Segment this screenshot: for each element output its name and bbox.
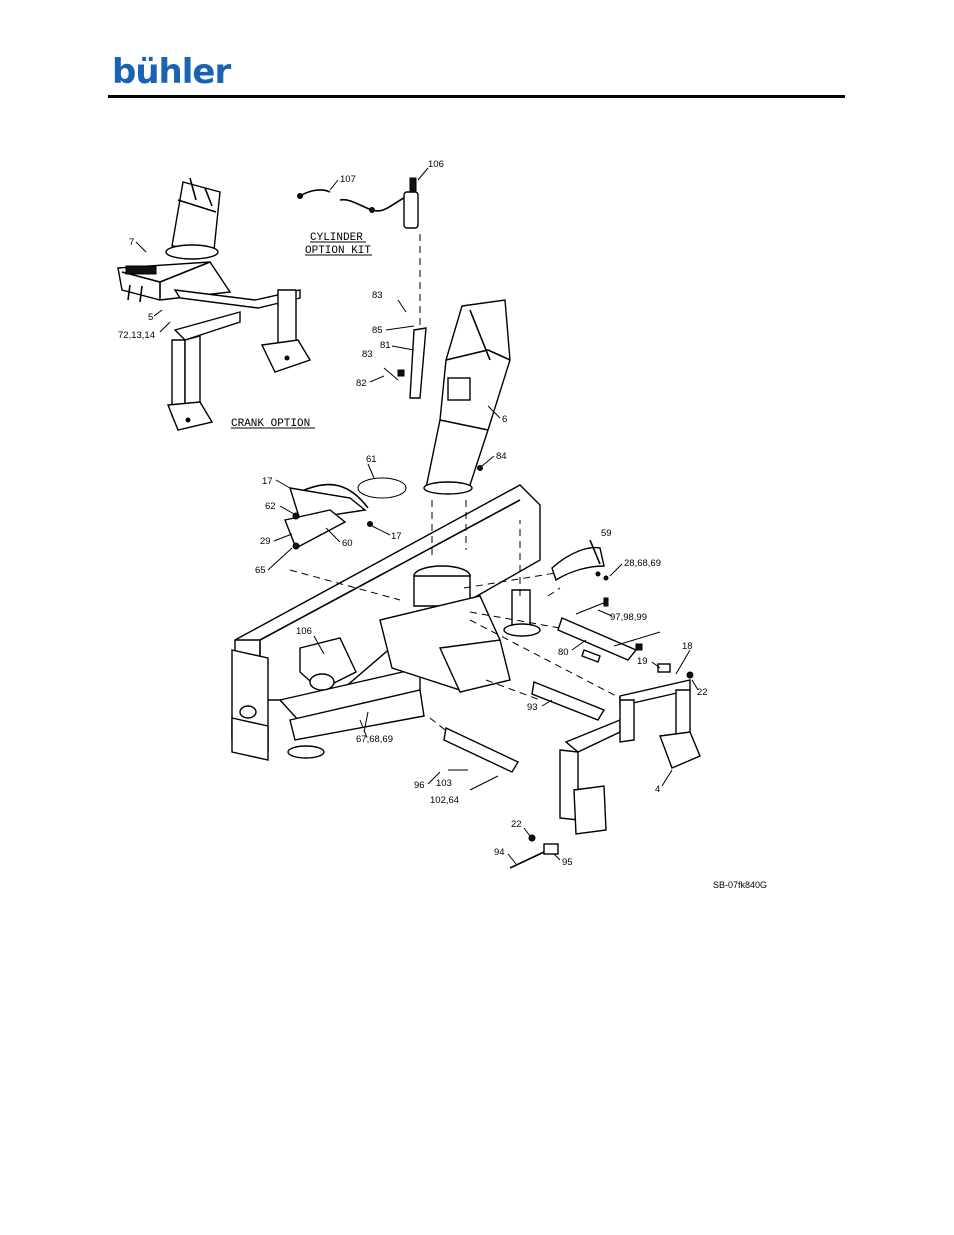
callout-18: 18 <box>682 641 693 652</box>
callout-81: 81 <box>380 340 391 351</box>
callout-82: 82 <box>356 378 367 389</box>
callout-4: 4 <box>655 784 660 795</box>
mounting-frame <box>510 680 700 868</box>
callout-102-64: 102,64 <box>430 795 459 806</box>
callout-83-b: 83 <box>362 349 373 360</box>
callout-28-68-69: 28,68,69 <box>624 558 661 569</box>
callout-83-a: 83 <box>372 290 383 301</box>
callout-107: 107 <box>340 174 356 185</box>
callout-96: 96 <box>414 780 425 791</box>
callout-94: 94 <box>494 847 505 858</box>
callout-106-mid: 106 <box>296 626 312 637</box>
callout-22-a: 22 <box>697 687 708 698</box>
callout-80: 80 <box>558 647 569 658</box>
drawing-id: SB-07fk840G <box>713 880 767 890</box>
callout-29: 29 <box>260 536 271 547</box>
discharge-chute <box>384 300 510 494</box>
callout-59: 59 <box>601 528 612 539</box>
callout-17-a: 17 <box>262 476 273 487</box>
callout-65: 65 <box>255 565 266 576</box>
callout-22-b: 22 <box>511 819 522 830</box>
callout-95: 95 <box>562 857 573 868</box>
callout-85: 85 <box>372 325 383 336</box>
callout-62: 62 <box>265 501 276 512</box>
callout-6: 6 <box>502 414 507 425</box>
callout-61: 61 <box>366 454 377 465</box>
callout-5: 5 <box>148 312 153 323</box>
callout-103: 103 <box>436 778 452 789</box>
callout-7: 7 <box>129 237 134 248</box>
callout-67-68-69: 67,68,69 <box>356 734 393 745</box>
callout-19: 19 <box>637 656 648 667</box>
callout-17-b: 17 <box>391 531 402 542</box>
callout-93: 93 <box>527 702 538 713</box>
callout-84: 84 <box>496 451 507 462</box>
callout-60: 60 <box>342 538 353 549</box>
crank-option-assembly <box>118 178 310 430</box>
callout-72-13-14: 72,13,14 <box>118 330 155 341</box>
callout-106-top: 106 <box>428 159 444 170</box>
callout-97-98-99: 97,98,99 <box>610 612 647 623</box>
